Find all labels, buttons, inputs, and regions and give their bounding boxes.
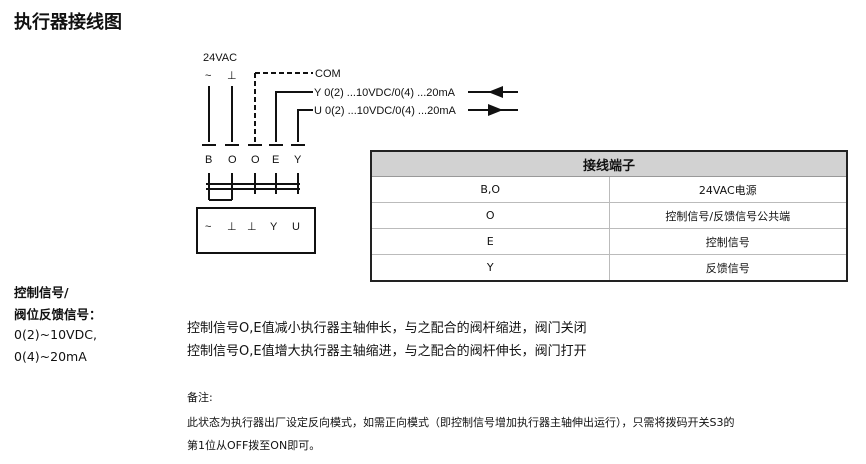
side-label: 控制信号/ [14, 285, 69, 300]
terminal-label: O [251, 154, 260, 166]
cell: B,O [370, 176, 610, 203]
ground-symbol: ⊥ [227, 70, 237, 82]
box-label: U [292, 221, 300, 233]
terminal-label: Y [294, 154, 302, 166]
output-arrow-icon [488, 104, 503, 116]
y-signal-label: Y 0(2) ...10VDC/0(4) ...20mA [314, 87, 456, 99]
tilde-symbol: ~ [205, 70, 211, 82]
box-label: ~ [205, 221, 211, 233]
description-line: 控制信号O,E值减小执行器主轴伸长，与之配合的阀杆缩进，阀门关闭 [187, 321, 587, 336]
cell: 反馈信号 [608, 254, 848, 282]
description-line: 控制信号O,E值增大执行器主轴缩进，与之配合的阀杆伸长，阀门打开 [187, 344, 587, 359]
terminal-label: E [272, 154, 279, 166]
box-label: ⊥ [247, 221, 257, 233]
side-range: 0(2)~10VDC, [14, 327, 97, 342]
input-arrow-icon [488, 86, 503, 98]
wiring-diagram: 24VAC ~ ⊥ COM Y 0(2) ...10VDC/0(4) ...20… [196, 52, 518, 254]
terminal-label: O [228, 154, 237, 166]
box-label: Y [270, 221, 278, 233]
supply-label: 24VAC [203, 52, 237, 64]
note-text: 第1位从OFF拨至ON即可。 [187, 439, 321, 452]
cell: 24VAC电源 [608, 176, 848, 203]
com-label: COM [315, 68, 341, 80]
side-range: 0(4)~20mA [14, 349, 87, 364]
terminal-label: B [205, 154, 212, 166]
box-label: ⊥ [227, 221, 237, 233]
page-title: 执行器接线图 [14, 12, 122, 33]
note-label: 备注: [187, 391, 213, 404]
cell: O [370, 202, 610, 229]
note-text: 此状态为执行器出厂设定反向模式，如需正向模式（即控制信号增加执行器主轴伸出运行）… [187, 416, 735, 429]
cell: 控制信号/反馈信号公共端 [608, 202, 848, 229]
table-header: 接线端子 [371, 151, 847, 177]
cell: 控制信号 [608, 228, 848, 255]
u-signal-label: U 0(2) ...10VDC/0(4) ...20mA [314, 105, 456, 117]
cell: E [370, 228, 610, 255]
side-label: 阀位反馈信号： [14, 307, 102, 322]
cell: Y [370, 254, 610, 282]
